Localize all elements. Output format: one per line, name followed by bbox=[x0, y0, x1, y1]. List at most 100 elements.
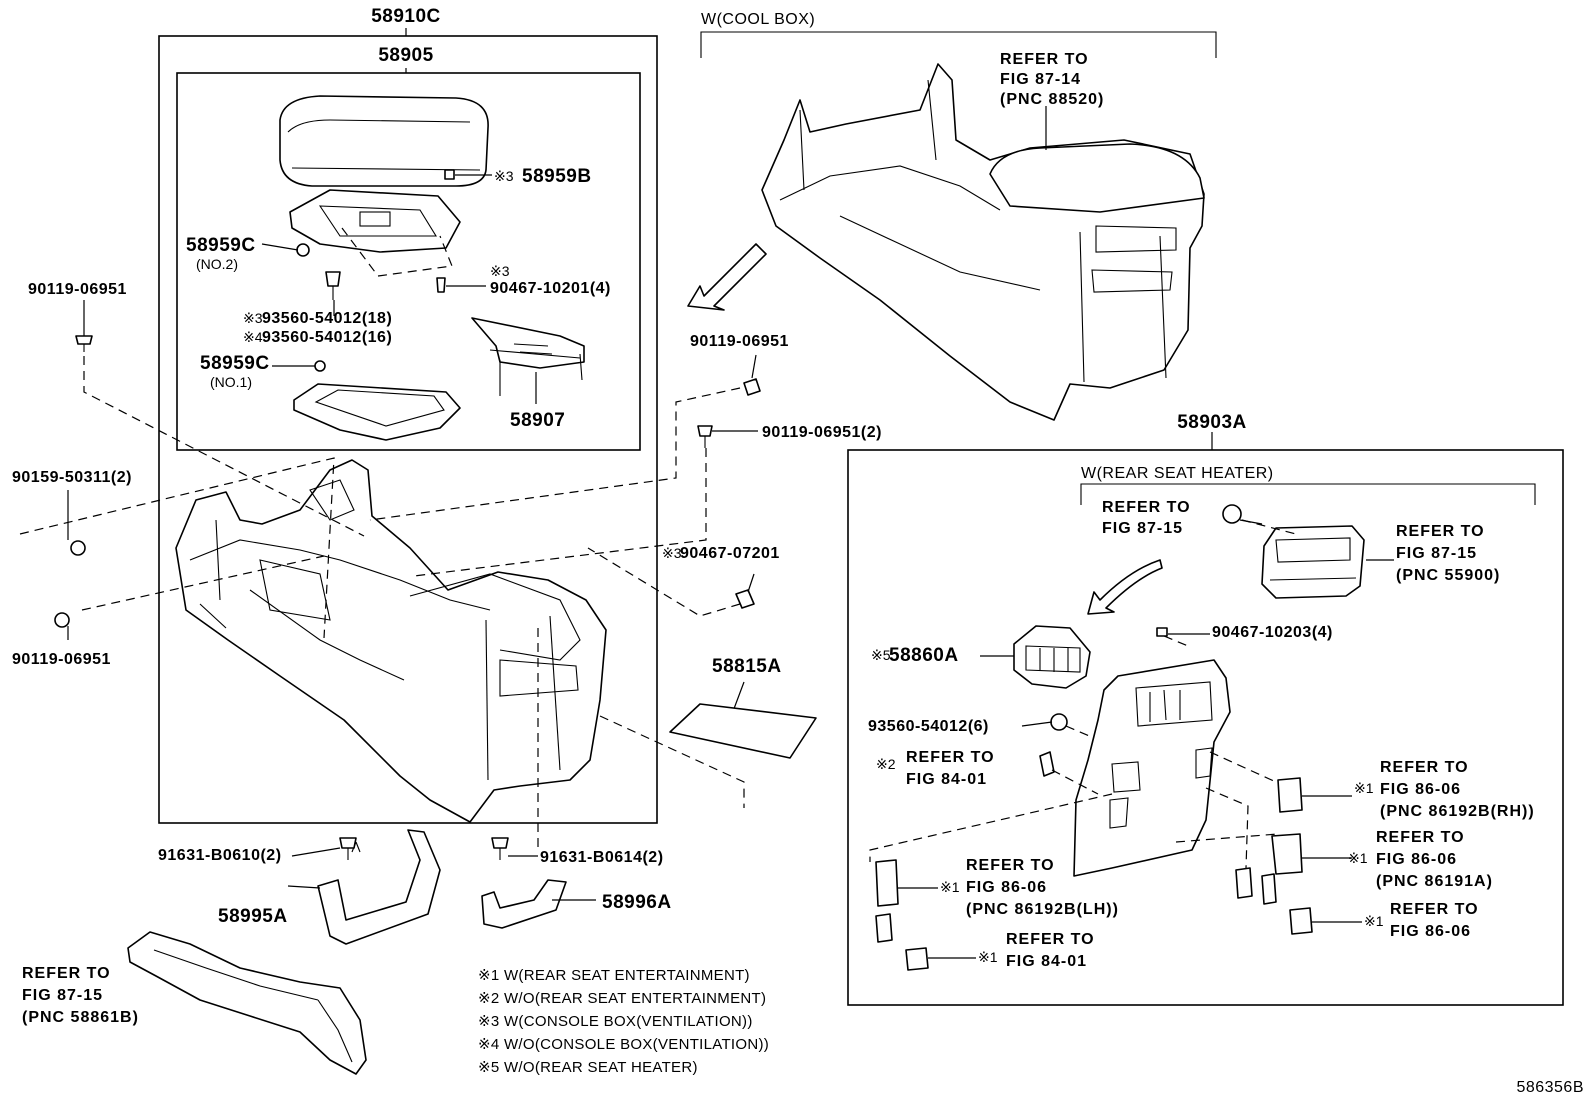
label-90159: 90159-50311(2) bbox=[12, 469, 132, 486]
refer-55900-line2: FIG 87-15 bbox=[1396, 545, 1477, 562]
armrest-lid-drawing bbox=[279, 95, 489, 187]
heater-switch-55900-drawing bbox=[1261, 525, 1365, 599]
refer-87-15-line2: FIG 87-15 bbox=[1102, 520, 1183, 537]
vent-58860A-drawing bbox=[1013, 625, 1091, 689]
refer-58861B-line3: (PNC 58861B) bbox=[22, 1009, 139, 1026]
marker-84-01-a: ※2 bbox=[876, 756, 896, 772]
label-58959B: 58959B bbox=[522, 166, 592, 187]
refer-87-14-line1: REFER TO bbox=[1000, 51, 1089, 68]
armrest-clip-58959B-drawing bbox=[444, 169, 455, 180]
marker-93560-16: ※4 bbox=[243, 329, 263, 345]
refer-86191A-line1: REFER TO bbox=[1376, 829, 1465, 846]
reference-dashed-lines bbox=[19, 356, 1297, 869]
label-58996A: 58996A bbox=[602, 892, 672, 913]
refer-87-14-line2: FIG 87-14 bbox=[1000, 71, 1081, 88]
footnote-3: ※3 W(CONSOLE BOX(VENTILATION)) bbox=[478, 1013, 753, 1030]
label-90467-10203: 90467-10203(4) bbox=[1212, 624, 1333, 641]
label-90467-10201: 90467-10201(4) bbox=[490, 280, 611, 297]
console-body-drawing bbox=[175, 459, 607, 823]
refer-86192B-RH-line3: (PNC 86192B(RH)) bbox=[1380, 803, 1535, 820]
duct-58861B-drawing bbox=[127, 931, 367, 1075]
rear-panel-drawing bbox=[1073, 659, 1231, 877]
marker-58959B: ※3 bbox=[494, 168, 514, 184]
refer-84-01-a-line1: REFER TO bbox=[906, 749, 995, 766]
bracket-58996A-drawing bbox=[481, 879, 567, 929]
label-58959C-no1: 58959C bbox=[200, 353, 270, 374]
marker-90467-10201: ※3 bbox=[490, 263, 510, 279]
refer-86-06-line1: REFER TO bbox=[1390, 901, 1479, 918]
refer-86192B-RH-line2: FIG 86-06 bbox=[1380, 781, 1461, 798]
armrest-screw-drawing bbox=[296, 243, 446, 372]
label-58905: 58905 bbox=[378, 45, 433, 66]
label-58907: 58907 bbox=[510, 410, 565, 431]
assembly-frame-58903A bbox=[847, 449, 1564, 1006]
label-90119-mid: 90119-06951 bbox=[690, 333, 789, 350]
marker-86192B-LH: ※1 bbox=[940, 879, 960, 895]
label-91631-B0610: 91631-B0610(2) bbox=[158, 847, 282, 864]
label-93560-18: 93560-54012(18) bbox=[262, 310, 392, 327]
refer-55900-line1: REFER TO bbox=[1396, 523, 1485, 540]
label-58959C-no2: 58959C bbox=[186, 235, 256, 256]
marker-86191A: ※1 bbox=[1348, 850, 1368, 866]
refer-86192B-LH-line3: (PNC 86192B(LH)) bbox=[966, 901, 1119, 918]
assembly-frame-58910C bbox=[158, 35, 658, 824]
bracket-58995A-drawing bbox=[317, 829, 441, 945]
leader-lines bbox=[67, 28, 1394, 959]
cool-box-bracket bbox=[700, 31, 1217, 58]
label-91631-B0614: 91631-B0614(2) bbox=[540, 849, 664, 866]
assembly-frame-58905 bbox=[176, 72, 641, 451]
marker-86192B-RH: ※1 bbox=[1354, 780, 1374, 796]
marker-93560-18: ※3 bbox=[243, 310, 263, 326]
footnote-2: ※2 W/O(REAR SEAT ENTERTAINMENT) bbox=[478, 990, 766, 1007]
label-90119-bottom-left: 90119-06951 bbox=[12, 651, 111, 668]
label-58995A: 58995A bbox=[218, 906, 288, 927]
refer-87-15-line1: REFER TO bbox=[1102, 499, 1191, 516]
label-93560-6: 93560-54012(6) bbox=[868, 718, 989, 735]
label-58815A: 58815A bbox=[712, 656, 782, 677]
refer-58861B-line1: REFER TO bbox=[22, 965, 111, 982]
armrest-hinge-58907-drawing bbox=[471, 317, 585, 396]
refer-87-14-line3: (PNC 88520) bbox=[1000, 91, 1104, 108]
rear-panel-small-parts-drawing bbox=[875, 504, 1313, 971]
marker-90467-07201: ※3 bbox=[662, 545, 682, 561]
curved-arrow-icon bbox=[1087, 559, 1163, 615]
footnote-5: ※5 W/O(REAR SEAT HEATER) bbox=[478, 1059, 698, 1076]
footnote-1: ※1 W(REAR SEAT ENTERTAINMENT) bbox=[478, 967, 750, 984]
label-93560-16: 93560-54012(16) bbox=[262, 329, 392, 346]
footnotes: ※1 W(REAR SEAT ENTERTAINMENT) ※2 W/O(REA… bbox=[478, 967, 769, 1076]
marker-84-01-b: ※1 bbox=[978, 949, 998, 965]
label-58910C: 58910C bbox=[371, 6, 441, 27]
rear-seat-heater-bracket bbox=[1080, 483, 1536, 505]
direction-arrow-icon bbox=[687, 243, 767, 311]
fastener-icons bbox=[54, 335, 761, 860]
label-cool-box: W(COOL BOX) bbox=[701, 11, 815, 28]
refer-55900-line3: (PNC 55900) bbox=[1396, 567, 1500, 584]
marker-86-06: ※1 bbox=[1364, 913, 1384, 929]
refer-86192B-RH-line1: REFER TO bbox=[1380, 759, 1469, 776]
label-90467-07201: 90467-07201 bbox=[680, 545, 780, 562]
armrest-tray-drawing bbox=[293, 383, 461, 441]
label-rear-seat-heater: W(REAR SEAT HEATER) bbox=[1081, 465, 1274, 482]
cool-box-console-drawing bbox=[761, 63, 1205, 421]
refer-86192B-LH-line2: FIG 86-06 bbox=[966, 879, 1047, 896]
refer-84-01-b-line1: REFER TO bbox=[1006, 931, 1095, 948]
label-90119-2: 90119-06951(2) bbox=[762, 424, 882, 441]
label-90119-top-left: 90119-06951 bbox=[28, 281, 127, 298]
refer-86-06-line2: FIG 86-06 bbox=[1390, 923, 1471, 940]
mat-58815A-drawing bbox=[669, 703, 817, 759]
footnote-4: ※4 W/O(CONSOLE BOX(VENTILATION)) bbox=[478, 1036, 769, 1053]
marker-58860A: ※5 bbox=[871, 647, 891, 663]
label-no2: (NO.2) bbox=[196, 256, 238, 272]
label-no1: (NO.1) bbox=[210, 374, 252, 390]
refer-84-01-b-line2: FIG 84-01 bbox=[1006, 953, 1087, 970]
refer-86191A-line3: (PNC 86191A) bbox=[1376, 873, 1493, 890]
refer-58861B-line2: FIG 87-15 bbox=[22, 987, 103, 1004]
refer-84-01-a-line2: FIG 84-01 bbox=[906, 771, 987, 788]
refer-86191A-line2: FIG 86-06 bbox=[1376, 851, 1457, 868]
refer-86192B-LH-line1: REFER TO bbox=[966, 857, 1055, 874]
armrest-hinge-plate-drawing bbox=[289, 189, 461, 277]
label-58903A: 58903A bbox=[1177, 412, 1247, 433]
diagram-id: 586356B bbox=[1516, 1079, 1584, 1096]
label-58860A: 58860A bbox=[889, 645, 959, 666]
